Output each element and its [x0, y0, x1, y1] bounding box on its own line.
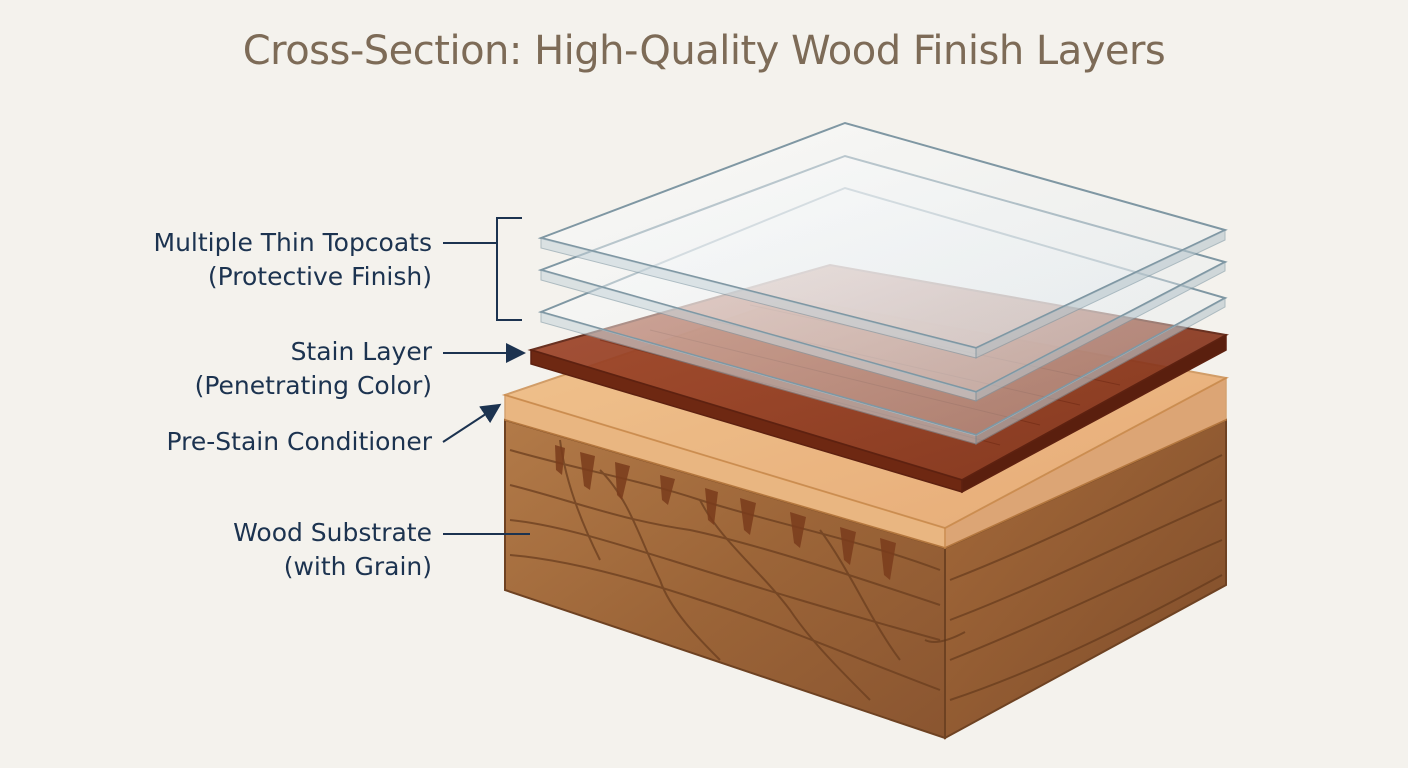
label-conditioner-line1: Pre-Stain Conditioner	[166, 427, 432, 456]
label-substrate: Wood Substrate (with Grain)	[233, 516, 432, 584]
stain-side-edge	[961, 333, 1227, 494]
label-topcoats-line1: Multiple Thin Topcoats	[153, 228, 432, 257]
label-substrate-line1: Wood Substrate	[233, 518, 432, 547]
leader-lines	[442, 217, 530, 535]
stain-penetration-marks	[555, 445, 896, 580]
topcoat-sheet-1	[537, 121, 1228, 359]
wood-substrate	[504, 418, 1227, 740]
leader-conditioner	[442, 403, 502, 443]
label-substrate-line2: (with Grain)	[283, 552, 432, 581]
label-topcoats-line2: (Protective Finish)	[207, 262, 432, 291]
wood-side-grain	[924, 454, 1223, 701]
bracket-topcoats	[496, 217, 522, 321]
label-stain: Stain Layer (Penetrating Color)	[195, 335, 432, 403]
conditioner-side-edge	[944, 376, 1227, 550]
label-stain-line2: (Penetrating Color)	[194, 371, 432, 400]
label-topcoats: Multiple Thin Topcoats (Protective Finis…	[154, 226, 432, 294]
diagram-title: Cross-Section: High-Quality Wood Finish …	[242, 28, 1166, 74]
label-conditioner: Pre-Stain Conditioner	[167, 425, 432, 459]
label-stain-line1: Stain Layer	[290, 337, 432, 366]
